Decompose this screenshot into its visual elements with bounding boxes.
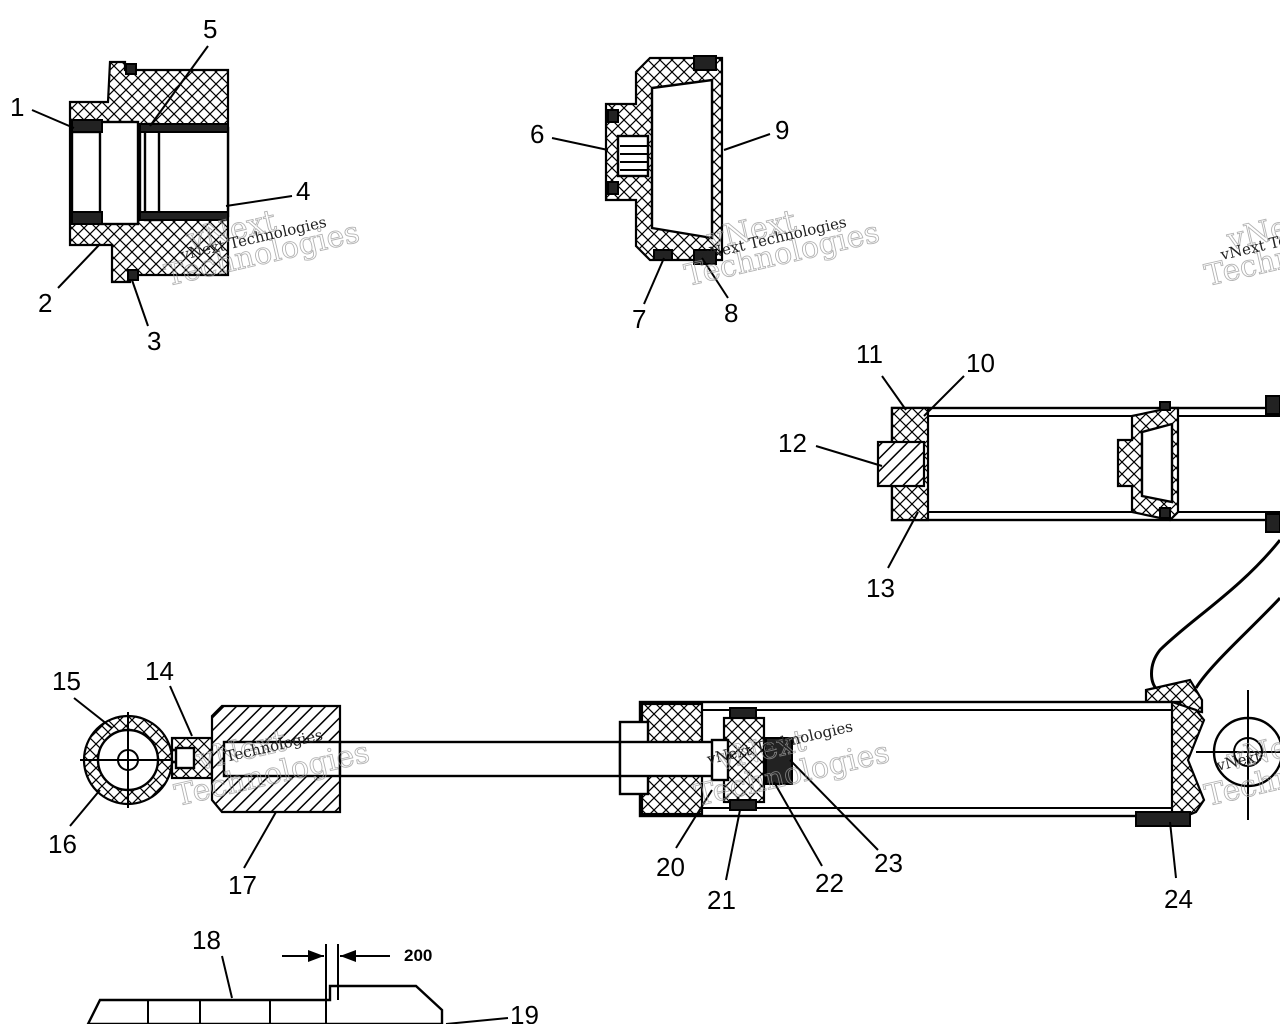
label-11: 11: [856, 339, 883, 369]
label-12: 12: [778, 428, 807, 458]
main-shock-body: [80, 690, 1280, 827]
label-17: 17: [228, 870, 257, 900]
label-23: 23: [874, 848, 903, 878]
label-22: 22: [815, 868, 844, 898]
label-24: 24: [1164, 884, 1193, 914]
label-1: 1: [10, 92, 24, 122]
label-10: 10: [966, 348, 995, 378]
label-13: 13: [866, 573, 895, 603]
end-cap-assembly: [68, 60, 230, 284]
label-3: 3: [147, 326, 161, 356]
service-tool: [86, 944, 444, 1024]
watermark-topright: vNext Technologies vNext Technologies: [1201, 203, 1280, 294]
label-18: 18: [192, 925, 221, 955]
label-5: 5: [203, 14, 217, 44]
label-16: 16: [48, 829, 77, 859]
label-21: 21: [707, 885, 736, 915]
part-labels: 1 2 3 4 5 6 7 8 9 10 11 12 13 14 15 16 1…: [10, 14, 1193, 1024]
label-4: 4: [296, 176, 310, 206]
label-9: 9: [775, 115, 789, 145]
label-7: 7: [632, 304, 646, 334]
label-14: 14: [145, 656, 174, 686]
label-19: 19: [510, 1000, 539, 1024]
dimension-label: 200: [404, 946, 432, 965]
leader-lines: [31, 45, 1177, 1024]
label-15: 15: [52, 666, 81, 696]
piston-assembly: [604, 55, 724, 265]
label-20: 20: [656, 852, 685, 882]
reservoir-cylinder: [876, 395, 1280, 533]
label-6: 6: [530, 119, 544, 149]
label-8: 8: [724, 298, 738, 328]
dimension-callout: 200: [282, 946, 432, 965]
reservoir-hose: [1144, 539, 1280, 714]
label-2: 2: [38, 288, 52, 318]
